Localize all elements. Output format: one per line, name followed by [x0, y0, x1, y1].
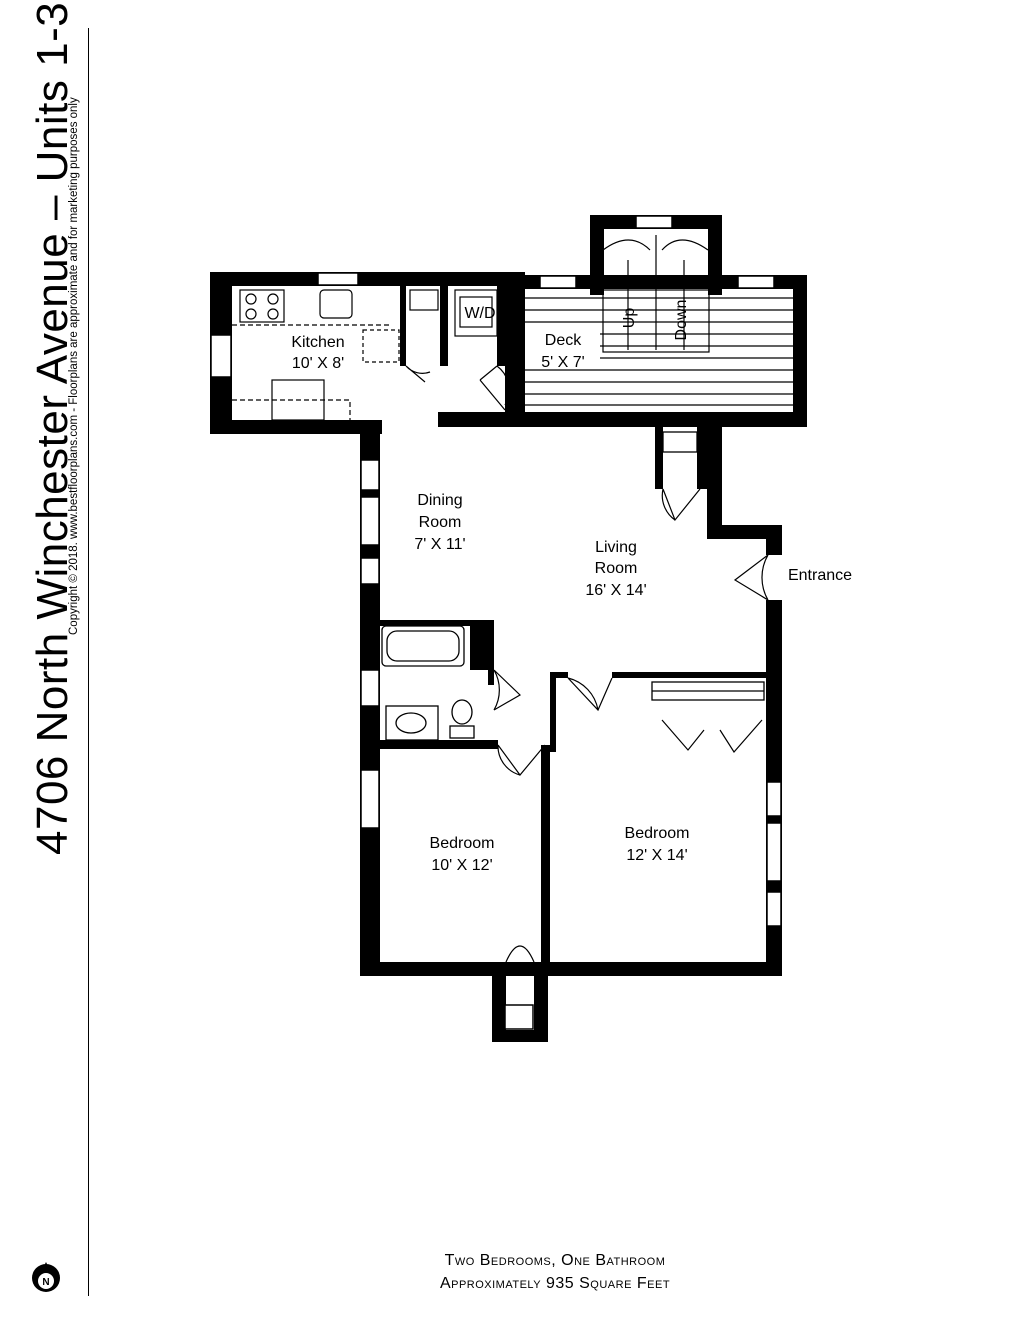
compass-label: N: [42, 1277, 49, 1288]
bathroom-fixtures: [381, 625, 475, 741]
deck-boards: [525, 235, 793, 406]
bedroom1-size: 10' X 12': [431, 857, 492, 874]
dining-label-line2: Room: [419, 514, 462, 531]
bedroom2-label: Bedroom: [625, 825, 690, 842]
entrance-label: Entrance: [788, 567, 852, 584]
deck-size: 5' X 7': [541, 354, 584, 371]
stairs-up-label: Up: [621, 308, 638, 329]
living-label-line1: Living: [595, 539, 637, 556]
footer-line1: Two Bedrooms, One Bathroom: [444, 1252, 666, 1269]
windows: [210, 215, 782, 1030]
bedroom1-label: Bedroom: [430, 835, 495, 852]
closets: [651, 431, 765, 701]
kitchen-size: 10' X 8': [292, 355, 344, 372]
deck-label: Deck: [545, 332, 582, 349]
footer-line2: Approximately 935 Square Feet: [439, 1275, 671, 1292]
interior-walls: [378, 286, 780, 970]
compass-icon: N: [32, 1262, 60, 1292]
washer-dryer-label: W/D: [464, 305, 495, 322]
kitchen-fixtures: [232, 289, 498, 421]
living-size: 16' X 14': [585, 582, 646, 599]
dining-label-line1: Dining: [417, 492, 462, 509]
title-divider: [88, 28, 89, 1296]
door-swings: [405, 365, 769, 963]
living-label-line2: Room: [595, 560, 638, 577]
kitchen-label: Kitchen: [291, 334, 344, 351]
dining-size: 7' X 11': [414, 536, 465, 553]
bedroom2-size: 12' X 14': [626, 847, 687, 864]
stairs-down-label: Down: [673, 300, 690, 341]
